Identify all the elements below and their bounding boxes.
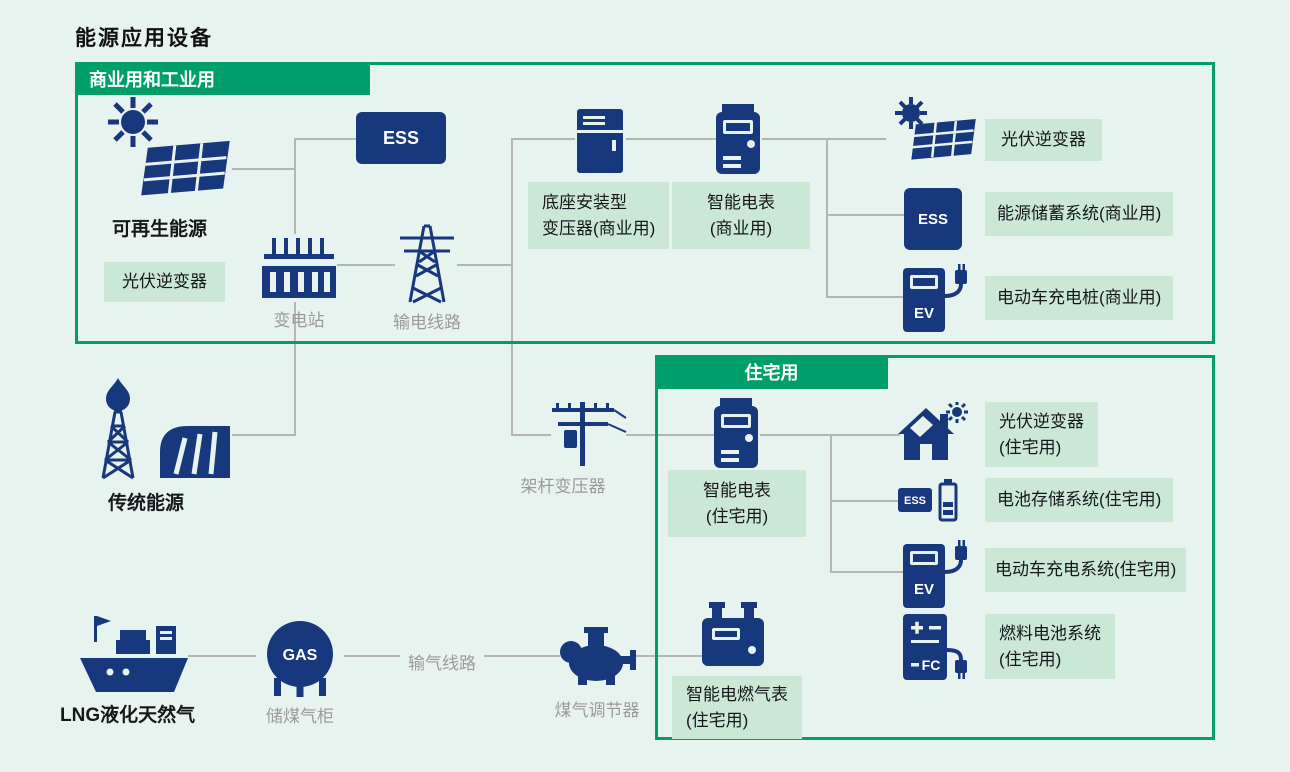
- battery-storage-label-text: 电池存储系统(住宅用): [997, 490, 1162, 509]
- pv-inverter-icon: [895, 97, 976, 160]
- commercial-industrial-header: 商业用和工业用: [75, 62, 370, 95]
- connector-line: [626, 434, 714, 436]
- connector-line: [830, 571, 905, 573]
- ev-charging-system-label: 电动车充电系统(住宅用): [985, 548, 1187, 592]
- oil-derrick-dam-icon: [101, 378, 230, 480]
- connector-line: [826, 296, 904, 298]
- energy-storage-label-text: 能源储蓄系统(商业用): [997, 204, 1162, 223]
- smart-meter-residential-icon: [714, 398, 758, 468]
- commercial-industrial-frame: [75, 62, 1215, 344]
- battery-storage-label: 电池存储系统(住宅用): [985, 478, 1174, 522]
- gas-tank-icon: GAS: [267, 621, 333, 697]
- pv-inverter-commercial-label: 光伏逆变器: [985, 119, 1102, 161]
- commercial-industrial-header-label: 商业用和工业用: [89, 69, 215, 90]
- residential-header: 住宅用: [655, 355, 888, 389]
- pole-transformer-icon: [552, 402, 627, 466]
- lng-ship-icon: [80, 616, 188, 692]
- fuel-cell-label: 燃料电池系统 (住宅用): [985, 614, 1115, 679]
- connector-line: [830, 434, 832, 573]
- smart-meter-label-line1: 智能电表: [707, 193, 775, 212]
- solar-house-icon: [898, 402, 968, 460]
- pv-inverter-tag-label: 光伏逆变器: [122, 272, 207, 291]
- connector-line: [762, 138, 886, 140]
- fuel-cell-label-line2: (住宅用): [999, 649, 1062, 669]
- connector-line: [826, 214, 904, 216]
- smart-gas-meter-label: 智能电燃气表 (住宅用): [672, 676, 802, 739]
- pad-transformer-label: 底座安装型 变压器(商业用): [528, 182, 670, 249]
- smart-meter-label-line2: (商业用): [709, 218, 773, 238]
- connector-line: [457, 264, 513, 266]
- ev-charging-pile-label-text: 电动车充电桩(商业用): [997, 288, 1162, 307]
- connector-line: [294, 138, 296, 234]
- connector-line: [636, 655, 702, 657]
- gas-pipeline-label: 输气线路: [400, 646, 484, 677]
- ev-charging-system-label-text: 电动车充电系统(住宅用): [995, 560, 1177, 579]
- ess-storage-icon: ESS: [904, 188, 962, 250]
- pv-inverter-residential-line1: 光伏逆变器: [999, 412, 1084, 431]
- connector-line: [511, 138, 575, 140]
- connector-line: [511, 434, 551, 436]
- svg-text:FC: FC: [922, 657, 941, 673]
- fuel-cell-label-line1: 燃料电池系统: [999, 624, 1101, 643]
- lng-label: LNG液化天然气: [60, 705, 196, 726]
- pv-inverter-tag: 光伏逆变器: [104, 262, 225, 302]
- svg-text:ESS: ESS: [904, 495, 926, 507]
- svg-text:EV: EV: [914, 581, 934, 598]
- svg-text:EV: EV: [914, 305, 934, 322]
- gas-regulator-label: 煤气调节器: [554, 701, 640, 720]
- pad-transformer-label-line1: 底座安装型: [542, 193, 627, 212]
- gas-regulator-icon: [560, 627, 636, 685]
- ev-charging-pile-label: 电动车充电桩(商业用): [985, 276, 1174, 320]
- smart-gas-meter-line2: (住宅用): [686, 710, 749, 730]
- smart-gas-meter-line1: 智能电燃气表: [686, 685, 788, 704]
- connector-line: [760, 434, 832, 436]
- ess-icon: ESS: [356, 112, 446, 164]
- svg-text:GAS: GAS: [283, 647, 318, 664]
- renewable-energy-label: 可再生能源: [112, 219, 208, 240]
- connector-line: [294, 302, 296, 436]
- pole-transformer-label: 架杆变压器: [520, 477, 606, 496]
- transmission-line-label: 输电线路: [393, 313, 461, 332]
- gas-tank-label: 储煤气柜: [266, 707, 334, 726]
- residential-header-label: 住宅用: [744, 363, 799, 383]
- ess-icon-label: ESS: [382, 127, 420, 148]
- battery-storage-icon: ESS: [898, 479, 958, 522]
- pad-transformer-icon: [577, 109, 623, 173]
- pad-transformer-label-line2: 变压器(商业用): [542, 218, 656, 238]
- pv-inverter-commercial-label-text: 光伏逆变器: [1001, 130, 1086, 149]
- connector-line: [626, 138, 716, 140]
- energy-storage-label: 能源储蓄系统(商业用): [985, 192, 1174, 236]
- connector-line: [188, 655, 256, 657]
- substation-icon: [262, 238, 336, 298]
- connector-line: [232, 434, 296, 436]
- connector-line: [294, 138, 356, 140]
- connector-line: [830, 500, 900, 502]
- traditional-energy-label: 传统能源: [108, 493, 185, 514]
- ess-storage-icon-label: ESS: [917, 210, 948, 228]
- solar-panel-sun-icon: [108, 97, 230, 196]
- smart-meter-residential-line1: 智能电表: [703, 481, 771, 500]
- ev-charger-icon: EV: [903, 264, 967, 332]
- fuel-cell-icon: FC: [903, 614, 967, 680]
- connector-line: [830, 434, 900, 436]
- smart-meter-commercial-label: 智能电表 (商业用): [672, 182, 810, 249]
- pv-inverter-residential-label: 光伏逆变器 (住宅用): [985, 402, 1098, 467]
- connector-line: [826, 138, 828, 298]
- connector-line: [232, 168, 296, 170]
- ev-charger-residential-icon: EV: [903, 540, 967, 608]
- connector-line: [337, 264, 395, 266]
- gas-meter-icon: [702, 602, 764, 666]
- smart-meter-icon: [716, 104, 760, 174]
- smart-meter-residential-label: 智能电表 (住宅用): [668, 470, 806, 537]
- pv-inverter-residential-line2: (住宅用): [999, 437, 1062, 457]
- transmission-tower-icon: [400, 224, 454, 304]
- substation-label: 变电站: [273, 311, 325, 330]
- page-title: 能源应用设备: [75, 27, 213, 50]
- residential-frame: [655, 355, 1215, 740]
- smart-meter-residential-line2: (住宅用): [705, 506, 769, 526]
- connector-line: [511, 138, 513, 436]
